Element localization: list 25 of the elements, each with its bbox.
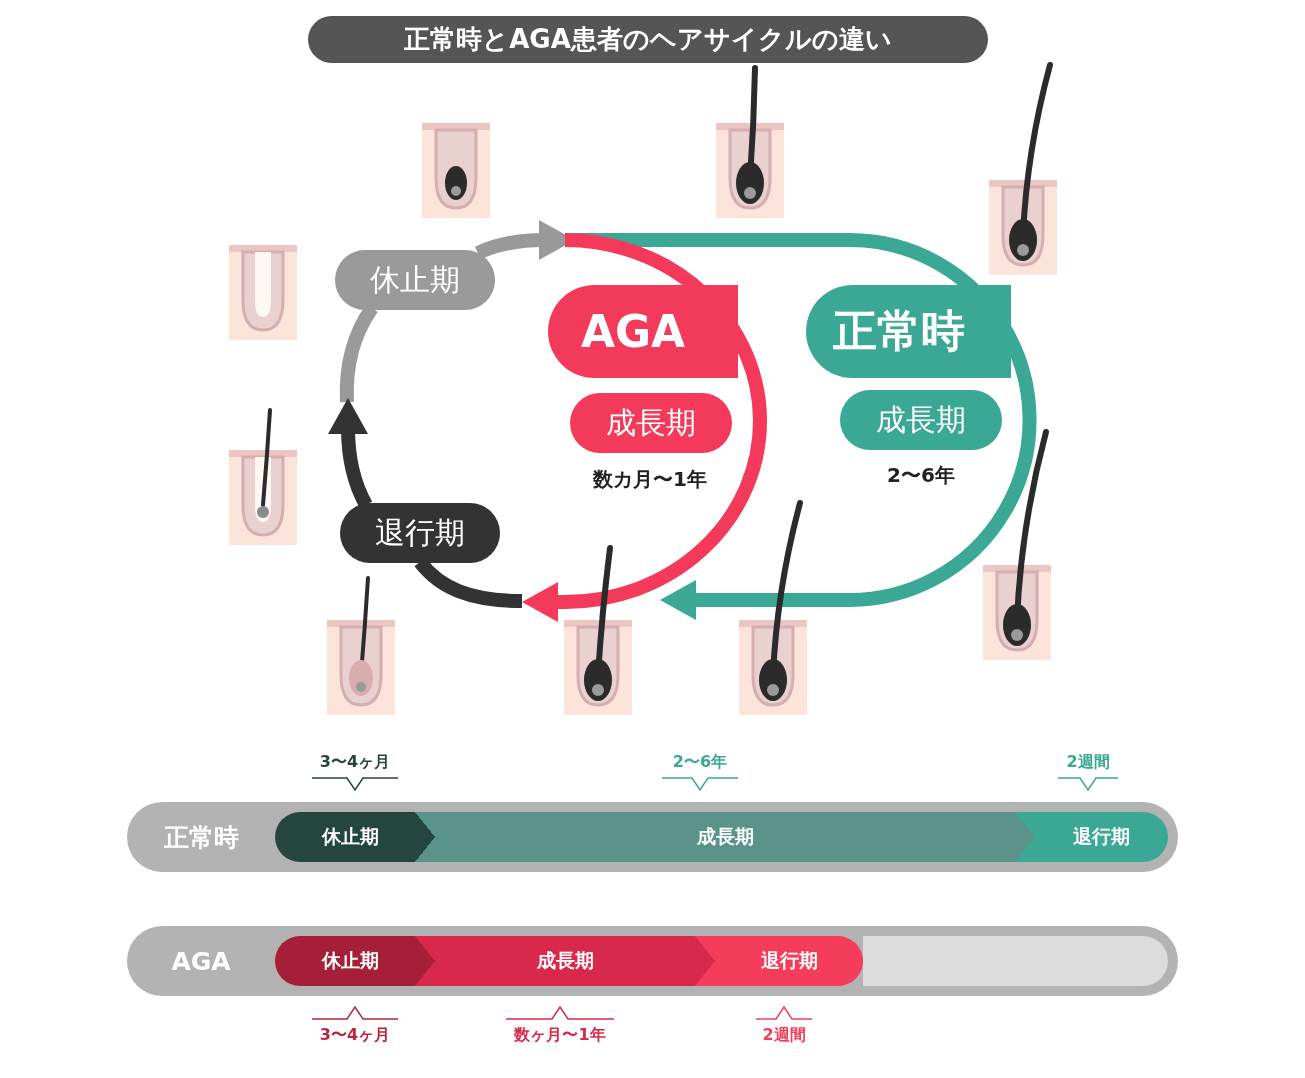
phase-pill: 成長期 bbox=[840, 390, 1002, 450]
duration-label: 2週間 bbox=[761, 1025, 807, 1046]
timeline-segment: 休止期 bbox=[275, 936, 415, 986]
duration-label: 2〜6年 bbox=[886, 462, 956, 489]
bar-label: AGA bbox=[170, 945, 232, 978]
timeline-segment: 退行期 bbox=[695, 936, 863, 986]
header-pill: 正常時 bbox=[806, 285, 1011, 378]
duration-label: 数ヶ月〜1年 bbox=[513, 1025, 607, 1046]
phase-pill: 退行期 bbox=[340, 503, 500, 563]
duration-label: 数カ月〜1年 bbox=[592, 466, 708, 493]
phase-pill: 成長期 bbox=[570, 393, 732, 453]
duration-label: 2〜6年 bbox=[671, 752, 729, 773]
header-pill: AGA bbox=[548, 285, 738, 378]
cycle-arrow bbox=[522, 233, 767, 622]
timeline-segment: 成長期 bbox=[415, 936, 695, 986]
bar-label: 正常時 bbox=[162, 821, 240, 854]
timeline-segment: 成長期 bbox=[415, 812, 1015, 862]
timeline-segment: 休止期 bbox=[275, 812, 415, 862]
duration-label: 3〜4ヶ月 bbox=[318, 1025, 392, 1046]
cycle-arrow bbox=[660, 327, 1037, 620]
timeline-segment: 退行期 bbox=[1015, 812, 1168, 862]
phase-pill: 休止期 bbox=[335, 250, 495, 310]
duration-label: 2週間 bbox=[1065, 752, 1111, 773]
title-banner: 正常時とAGA患者のヘアサイクルの違い bbox=[308, 16, 988, 63]
duration-label: 3〜4ヶ月 bbox=[318, 752, 392, 773]
